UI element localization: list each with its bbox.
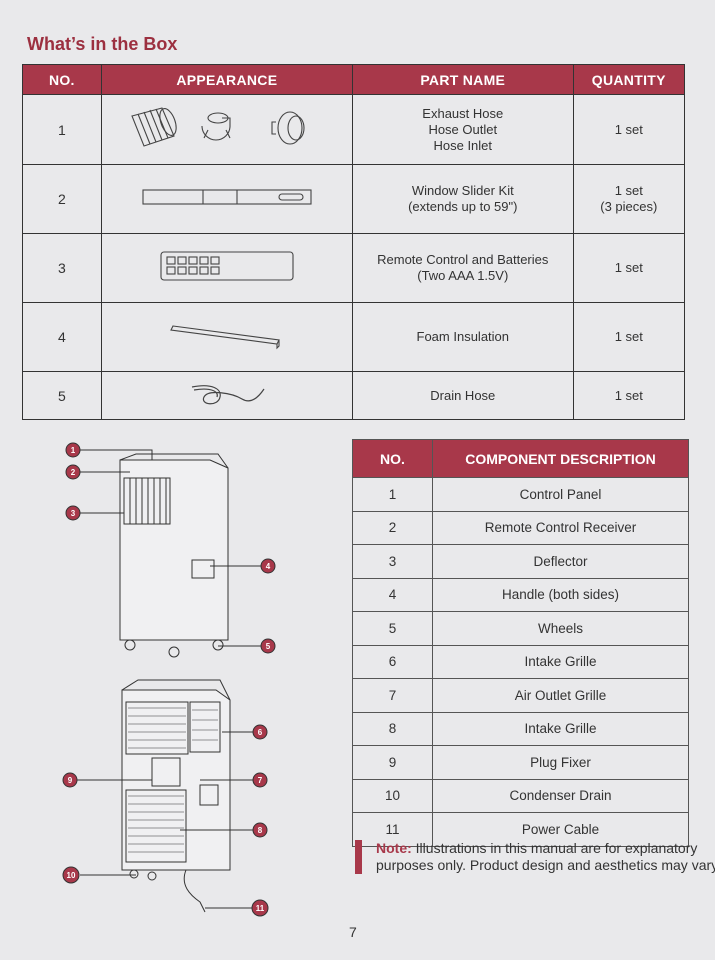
part-name-cell: Drain Hose (351, 371, 574, 420)
header-no: NO. (22, 64, 102, 95)
air-conditioner-diagram: 1 2 3 4 5 6 7 8 9 10 11 (62, 442, 276, 917)
part-name-cell: Window Slider Kit (extends up to 59") (351, 164, 574, 234)
component-number: 9 (352, 745, 433, 780)
part-name-cell: Exhaust Hose Hose Outlet Hose Inlet (351, 94, 574, 165)
header-appearance: APPEARANCE (100, 64, 353, 95)
table-row: 1 Exhaust Hose (22, 94, 686, 165)
row-number: 4 (22, 302, 102, 372)
component-number: 8 (352, 711, 433, 746)
whats-in-box-table: NO. APPEARANCE PART NAME QUANTITY 1 (22, 64, 686, 420)
row-number: 2 (22, 164, 102, 234)
callout-6: 6 (258, 728, 263, 737)
header-quantity: QUANTITY (572, 64, 686, 95)
table-row: 2 Window Slider Kit (extends up to 59") … (22, 164, 686, 234)
row-number: 5 (22, 371, 102, 420)
header-component-description: COMPONENT DESCRIPTION (432, 439, 689, 478)
component-number: 3 (352, 544, 433, 579)
quantity-cell: 1 set (3 pieces) (572, 164, 686, 234)
quantity-cell: 1 set (572, 302, 686, 372)
component-number: 11 (352, 812, 433, 847)
exhaust-hose-illustration (100, 94, 353, 165)
callout-8: 8 (258, 826, 263, 835)
component-desc: Handle (both sides) (432, 577, 689, 612)
row-number: 1 (22, 94, 102, 165)
quantity-cell: 1 set (572, 233, 686, 303)
callout-11: 11 (256, 904, 265, 913)
component-number: 10 (352, 778, 433, 813)
header-no: NO. (352, 439, 433, 478)
quantity-cell: 1 set (572, 371, 686, 420)
component-desc: Remote Control Receiver (432, 510, 689, 545)
component-desc: Control Panel (432, 477, 689, 512)
note-text: Illustrations in this manual are for exp… (376, 840, 715, 873)
part-name-cell: Remote Control and Batteries (Two AAA 1.… (351, 233, 574, 303)
window-slider-illustration (100, 164, 353, 234)
callout-3: 3 (71, 509, 76, 518)
remote-control-illustration (100, 233, 353, 303)
table-row: 3 Remote Control and Batteries (Two AAA … (22, 233, 686, 303)
component-number: 5 (352, 611, 433, 646)
table-row: 5 Drain Hose 1 set (22, 371, 686, 420)
callout-10: 10 (67, 871, 76, 880)
component-desc: Plug Fixer (432, 745, 689, 780)
component-number: 1 (352, 477, 433, 512)
component-number: 6 (352, 644, 433, 679)
table-row: 4 Foam Insulation 1 set (22, 302, 686, 372)
component-desc: Wheels (432, 611, 689, 646)
page-number: 7 (349, 924, 357, 940)
callout-9: 9 (68, 776, 73, 785)
component-number: 2 (352, 510, 433, 545)
component-desc: Intake Grille (432, 644, 689, 679)
component-desc: Power Cable (432, 812, 689, 847)
callout-5: 5 (266, 642, 271, 651)
header-part-name: PART NAME (351, 64, 574, 95)
note-box: Note: Illustrations in this manual are f… (355, 840, 715, 874)
component-desc: Condenser Drain (432, 778, 689, 813)
part-name-cell: Foam Insulation (351, 302, 574, 372)
callout-2: 2 (71, 468, 76, 477)
page-title: What’s in the Box (27, 34, 178, 54)
component-number: 4 (352, 577, 433, 612)
foam-insulation-illustration (100, 302, 353, 372)
component-desc: Intake Grille (432, 711, 689, 746)
row-number: 3 (22, 233, 102, 303)
callout-7: 7 (258, 776, 263, 785)
note-label: Note: (376, 840, 412, 856)
drain-hose-illustration (100, 371, 353, 420)
component-desc: Deflector (432, 544, 689, 579)
component-number: 7 (352, 678, 433, 713)
callout-1: 1 (71, 446, 76, 455)
callout-4: 4 (266, 562, 271, 571)
component-desc: Air Outlet Grille (432, 678, 689, 713)
quantity-cell: 1 set (572, 94, 686, 165)
